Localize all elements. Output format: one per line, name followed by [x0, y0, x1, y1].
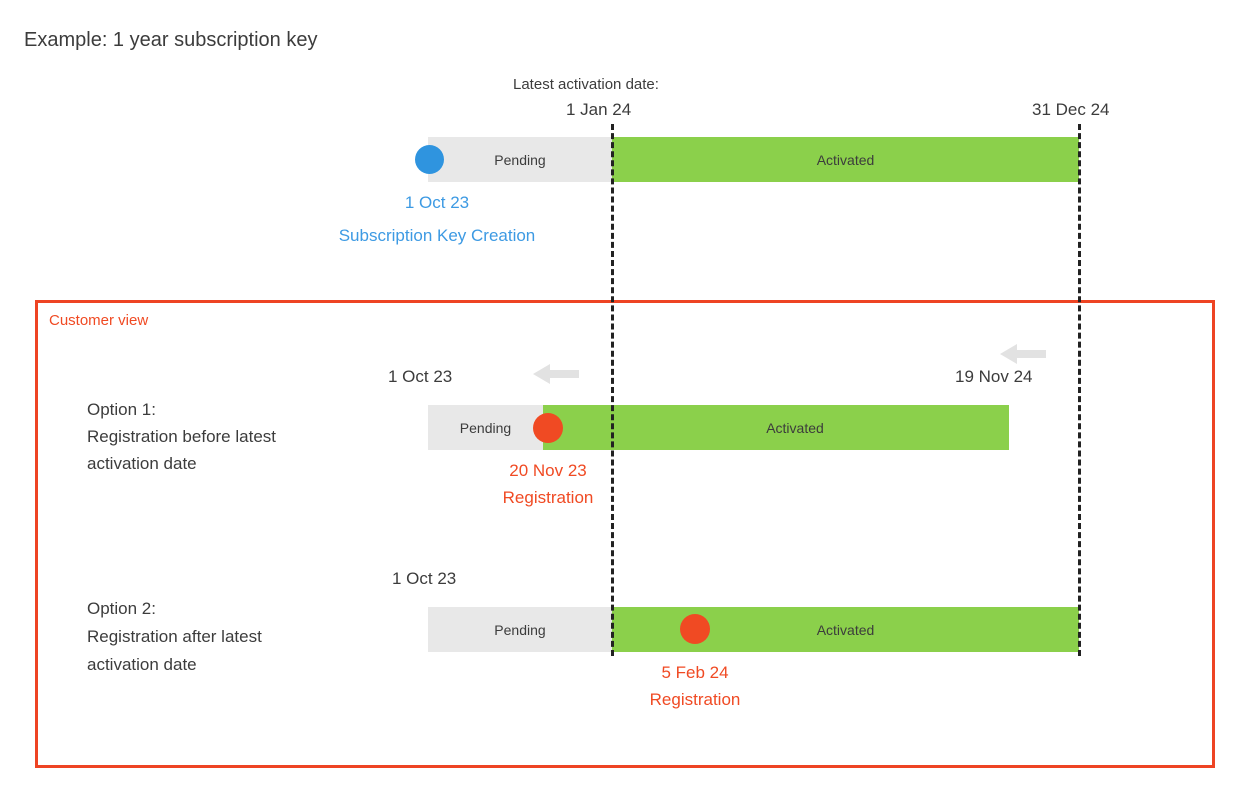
option-1-registration-date-label: 20 Nov 23	[509, 461, 587, 480]
customer-view-label: Customer view	[49, 312, 149, 329]
option-2-description-line2: activation date	[87, 655, 197, 674]
option-2-pending-bar: Pending	[428, 607, 612, 652]
option-1-heading: Option 1:	[87, 400, 156, 419]
option-1-registration-event-label: Registration	[502, 488, 594, 507]
subscription-end-date-label: 31 Dec 24	[1032, 100, 1110, 119]
option-1-pending-label: Pending	[459, 419, 512, 436]
option-2-description-line1: Registration after latest	[87, 627, 262, 646]
option-1-end-shift-arrow-icon	[1000, 341, 1046, 367]
option-1-end-date-label: 19 Nov 24	[955, 367, 1033, 386]
option-2-registration-marker-icon	[680, 614, 710, 644]
option-2-registration-event-label: Registration	[649, 690, 741, 709]
option-1-activated-label: Activated	[766, 419, 824, 436]
option-2-pending-label: Pending	[494, 621, 546, 638]
subscription-end-date-guideline	[1078, 124, 1081, 656]
option-1-description-line1: Registration before latest	[87, 427, 276, 446]
top-timeline-activated-bar: Activated	[612, 137, 1079, 182]
option-1-pending-bar: Pending	[428, 405, 543, 450]
option-1-start-date-label: 1 Oct 23	[388, 367, 453, 386]
option-2-heading: Option 2:	[87, 599, 156, 618]
top-timeline-pending-bar: Pending	[428, 137, 612, 182]
option-2-activated-label: Activated	[816, 621, 875, 638]
customer-view-frame	[35, 300, 1215, 768]
latest-activation-date-label: 1 Jan 24	[566, 100, 632, 119]
option-2-registration-date-label: 5 Feb 24	[661, 663, 729, 682]
latest-activation-date-guideline	[611, 124, 614, 656]
option-1-start-shift-arrow-icon	[533, 361, 579, 387]
creation-date-label: 1 Oct 23	[404, 193, 470, 212]
subscription-key-creation-marker-icon	[415, 145, 444, 174]
page-title: Example: 1 year subscription key	[24, 29, 318, 51]
top-timeline-activated-label: Activated	[816, 151, 875, 168]
latest-activation-caption: Latest activation date:	[513, 76, 659, 93]
top-timeline-pending-label: Pending	[494, 151, 546, 168]
option-1-registration-marker-icon	[533, 413, 563, 443]
creation-event-label: Subscription Key Creation	[338, 226, 536, 245]
option-2-start-date-label: 1 Oct 23	[392, 569, 457, 588]
option-1-activated-bar: Activated	[543, 405, 1009, 450]
option-1-description-line2: activation date	[87, 454, 197, 473]
